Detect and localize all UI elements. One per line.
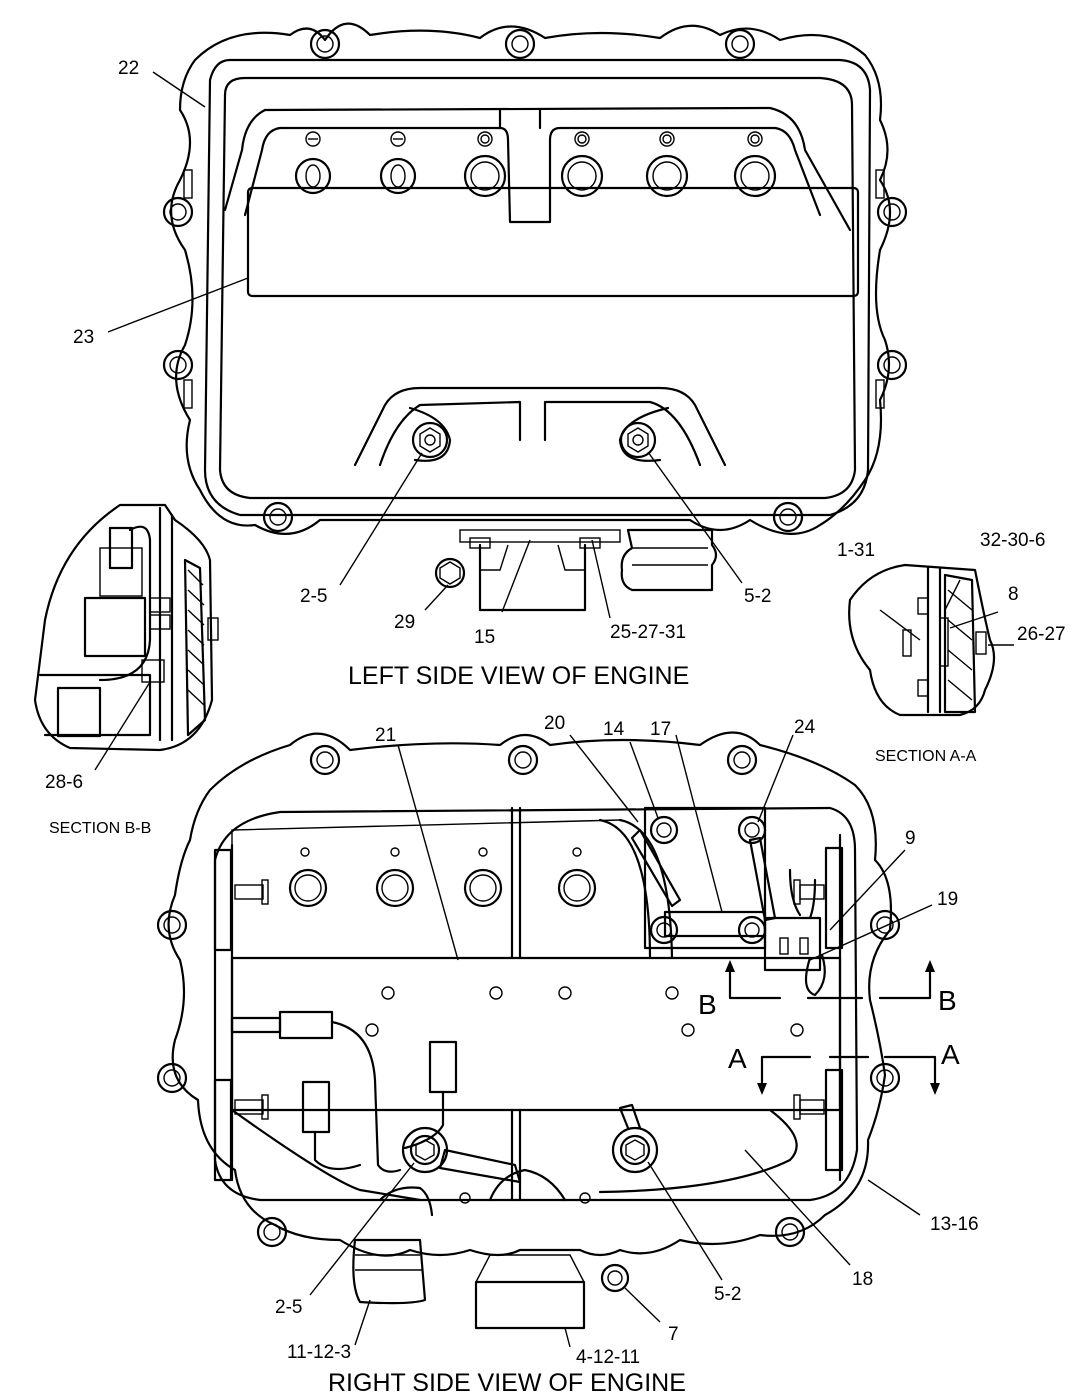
callout-18: 18 xyxy=(852,1269,873,1290)
control-knobs xyxy=(294,131,777,198)
callout-25-27-31: 25-27-31 xyxy=(610,622,686,643)
section-marker-a-right: A xyxy=(941,1039,960,1070)
callout-1-31: 1-31 xyxy=(837,540,875,561)
bracket-right-top xyxy=(824,846,844,950)
upper-panel xyxy=(263,106,852,232)
left-view-title: LEFT SIDE VIEW OF ENGINE xyxy=(348,662,689,690)
callout-right-5-2: 5-2 xyxy=(714,1284,741,1305)
section-marker-b-right: B xyxy=(938,985,957,1016)
callout-11-12-3: 11-12-3 xyxy=(287,1342,351,1363)
lamp-sockets xyxy=(288,847,597,908)
callout-13-16: 13-16 xyxy=(930,1214,979,1235)
terminal-studs xyxy=(378,1103,659,1217)
callout-24: 24 xyxy=(794,717,816,738)
right-side-view: B B A A xyxy=(156,731,960,1330)
section-a-a-title: SECTION A-A xyxy=(875,748,977,765)
left-cover-inner-2 xyxy=(218,76,857,500)
right-bottom-components xyxy=(352,1238,586,1330)
callout-22: 22 xyxy=(118,58,139,79)
left-cover-flange xyxy=(170,22,891,535)
callout-29: 29 xyxy=(394,612,415,633)
callout-23: 23 xyxy=(73,327,94,348)
upper-panel-inner xyxy=(278,126,822,224)
section-a-a xyxy=(848,563,1014,717)
section-b-b xyxy=(33,503,219,771)
callout-left-5-2: 5-2 xyxy=(744,586,771,607)
section-marker-b-left: B xyxy=(698,989,717,1020)
callout-15: 15 xyxy=(474,627,495,648)
callout-32-30-6: 32-30-6 xyxy=(980,530,1046,551)
upper-panel-left xyxy=(223,108,267,212)
callout-right-2-5: 2-5 xyxy=(275,1297,302,1318)
right-flange-bolts xyxy=(156,744,901,1293)
bottom-relay-assembly xyxy=(434,528,718,612)
callout-21: 21 xyxy=(375,725,396,746)
sensor-wiring xyxy=(230,1010,458,1173)
callout-4-12-11: 4-12-11 xyxy=(576,1347,640,1368)
cover-nuts-lower xyxy=(411,421,657,459)
callout-19: 19 xyxy=(937,889,958,910)
left-flange-bolts xyxy=(162,28,908,533)
callout-26-27: 26-27 xyxy=(1017,624,1066,645)
name-plate xyxy=(246,186,860,298)
callout-28-6: 28-6 xyxy=(45,772,83,793)
upper-panel-inner-left xyxy=(243,126,282,217)
callout-8: 8 xyxy=(1008,584,1019,605)
left-side-view xyxy=(162,22,908,612)
bracket-bolts xyxy=(234,879,825,1120)
left-view-callouts: 22 23 2-5 29 15 25-27-31 5-2 xyxy=(73,58,771,648)
mounting-plate xyxy=(230,956,842,1112)
callout-left-2-5: 2-5 xyxy=(300,586,327,607)
right-view-callouts: 21 20 14 17 24 9 19 13-16 18 5-2 2-5 7 1… xyxy=(275,713,979,1368)
callout-9: 9 xyxy=(905,828,916,849)
left-cover-inner xyxy=(203,58,872,517)
right-view-title: RIGHT SIDE VIEW OF ENGINE xyxy=(328,1369,686,1397)
bracket-left-top xyxy=(213,848,233,952)
bracket-right-bottom xyxy=(824,1068,844,1172)
section-b-b-title: SECTION B-B xyxy=(49,820,151,837)
lower-recess xyxy=(353,386,727,467)
callout-7: 7 xyxy=(668,1324,679,1345)
plate-holes xyxy=(365,986,804,1037)
section-marker-a-left: A xyxy=(728,1043,747,1074)
bracket-left-bottom xyxy=(213,1078,233,1182)
section-cut-lines xyxy=(725,960,940,1095)
relay-bus-area xyxy=(630,806,826,997)
callout-17: 17 xyxy=(650,719,671,740)
callout-20: 20 xyxy=(544,713,565,734)
callout-14: 14 xyxy=(603,719,625,740)
